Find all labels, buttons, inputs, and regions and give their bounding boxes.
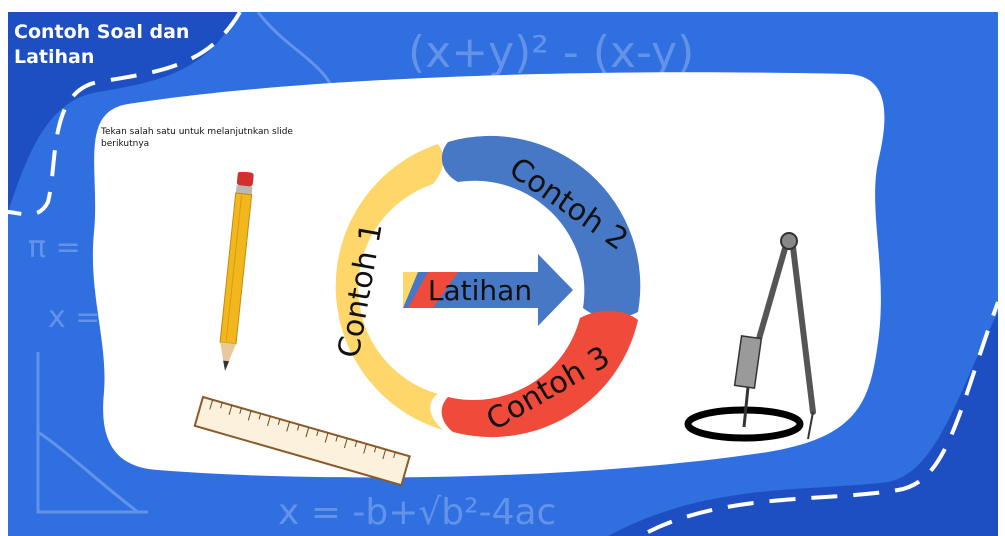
instruction-text: Tekan salah satu untuk melanjutnkan slid…: [101, 127, 293, 149]
chalk-formula-top: (x+y)² - (x-y): [408, 27, 694, 78]
chalk-formula-x: x =: [48, 300, 100, 335]
compass-icon: [684, 232, 816, 442]
ruler-icon: [193, 395, 411, 487]
latihan-label: Latihan: [428, 274, 532, 307]
contoh-2-segment[interactable]: [441, 135, 641, 319]
slide: (x+y)² - (x-y) π = x = x = -b+√b²-4ac Co…: [8, 12, 998, 536]
contoh-1-segment[interactable]: [335, 144, 444, 430]
chalk-formula-pi: π =: [28, 230, 81, 265]
contoh-3-segment[interactable]: [441, 310, 638, 438]
cycle-diagram: Latihan Contoh 1 Contoh 2 Contoh 3: [332, 135, 641, 438]
latihan-arrow[interactable]: [403, 254, 573, 326]
pencil-icon: [219, 172, 254, 371]
chalk-formula-quadratic: x = -b+√b²-4ac: [278, 492, 556, 533]
slide-title: Contoh Soal dan Latihan: [14, 21, 190, 68]
